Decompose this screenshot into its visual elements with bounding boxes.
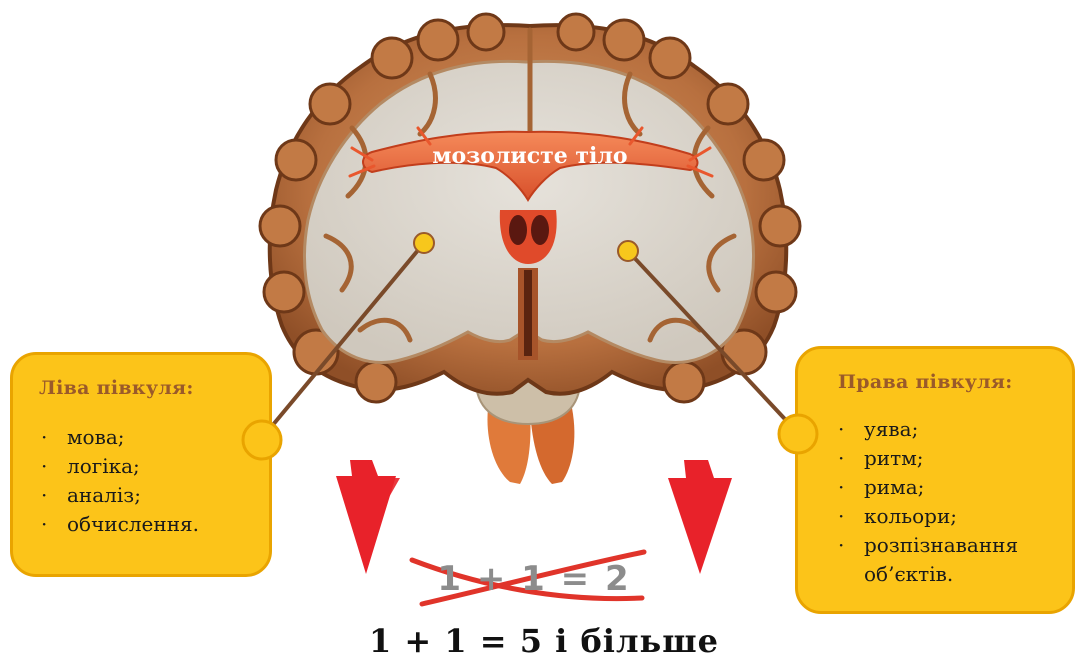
list-item: · уява;	[838, 415, 1018, 444]
bullet: ·	[838, 502, 844, 531]
list-item-text: розпізнавання	[864, 533, 1018, 557]
left-panel-title: Ліва півкуля:	[39, 377, 194, 399]
list-item: · обчислення.	[41, 510, 199, 539]
bullet: ·	[838, 415, 844, 444]
right-panel-title: Права півкуля:	[838, 371, 1013, 393]
bullet: ·	[838, 531, 844, 560]
list-item: · кольори;	[838, 502, 1018, 531]
bullet: ·	[41, 452, 47, 481]
list-item-text: кольори;	[864, 504, 957, 528]
list-item-text: аналіз;	[67, 483, 141, 507]
list-item: · рима;	[838, 473, 1018, 502]
list-item: · мова;	[41, 423, 199, 452]
list-item: · логіка;	[41, 452, 199, 481]
red-arrows	[336, 460, 732, 574]
corpus-callosum-label: мозолисте тіло	[432, 143, 627, 169]
crossed-out-equation: 1 + 1 = 2	[0, 559, 1074, 599]
list-item-text: логіка;	[67, 454, 140, 478]
bullet: ·	[41, 423, 47, 452]
list-item: · розпізнавання	[838, 531, 1018, 560]
bullet: ·	[41, 481, 47, 510]
left-down-arrow	[336, 460, 400, 574]
bullet: ·	[838, 444, 844, 473]
result-equation: 1 + 1 = 5 і більше	[4, 622, 1080, 660]
list-item-text: мова;	[67, 425, 125, 449]
left-hemisphere-marker	[414, 233, 434, 253]
bullet: ·	[838, 473, 844, 502]
list-item-text: обчислення.	[67, 512, 199, 536]
left-hemisphere-list: · мова; · логіка; · аналіз; · обчислення.	[41, 423, 199, 539]
list-item-text: уява;	[864, 417, 918, 441]
list-item-text: рима;	[864, 475, 924, 499]
list-item: · ритм;	[838, 444, 1018, 473]
bullet: ·	[41, 510, 47, 539]
list-item-text: ритм;	[864, 446, 924, 470]
right-down-arrow	[668, 460, 732, 574]
left-hemisphere-panel: Ліва півкуля: · мова; · логіка; · аналіз; ·…	[10, 352, 272, 577]
list-item: · аналіз;	[41, 481, 199, 510]
right-hemisphere-marker	[618, 241, 638, 261]
